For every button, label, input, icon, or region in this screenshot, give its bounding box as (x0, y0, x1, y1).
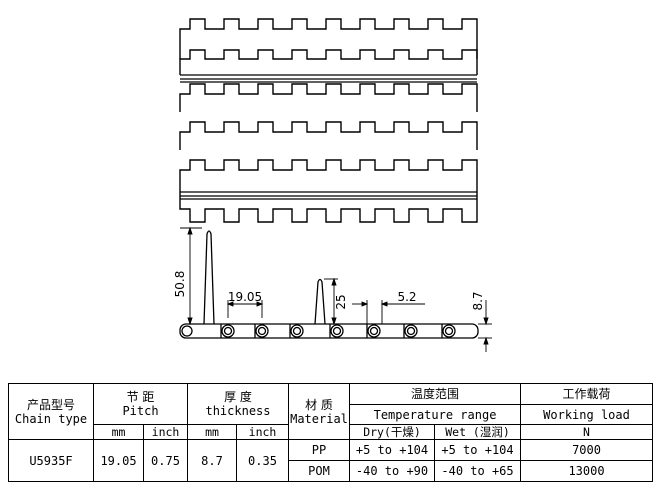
belt-bottom-teeth (179, 195, 478, 223)
dry-pp: +5 to +104 (349, 439, 435, 461)
unit-wet: Wet (湿润) (433, 424, 522, 440)
header-chain-type: 产品型号 Chain type (8, 383, 94, 440)
dim-flight-height: 25 (334, 294, 348, 309)
dim-height-total: 50.8 (173, 271, 187, 298)
pitch-inch-value: 0.75 (143, 439, 188, 482)
header-load-en: Working load (520, 404, 654, 425)
dry-pom: -40 to +90 (349, 460, 435, 482)
header-material-en: Material (290, 411, 348, 426)
dim-thickness: 8.7 (471, 291, 485, 310)
material-pom: POM (288, 460, 350, 482)
dim-gap: 5.2 (397, 290, 416, 304)
belt-side-view (179, 230, 479, 339)
header-chain-type-cn: 产品型号 (26, 397, 75, 412)
wet-pom: -40 to +65 (433, 460, 522, 482)
flight-strip-top (180, 74, 477, 83)
unit-pitch-inch: inch (143, 424, 188, 440)
header-material: 材 质 Material (288, 383, 350, 440)
unit-load: N (520, 424, 654, 440)
thick-mm-value: 8.7 (187, 439, 237, 482)
header-thickness: 厚 度 thickness (187, 383, 289, 425)
unit-dry: Dry(干燥) (349, 424, 435, 440)
hinge-rod (221, 324, 235, 338)
header-thickness-cn: 厚 度 (224, 390, 252, 404)
header-pitch-en: Pitch (122, 404, 159, 418)
chain-type-value: U5935F (8, 439, 94, 482)
side-base-plate (179, 323, 479, 339)
belt-module-2 (179, 49, 478, 75)
flight-strip-bottom (180, 191, 477, 200)
thick-inch-value: 0.35 (236, 439, 289, 482)
wet-pp: +5 to +104 (433, 439, 522, 461)
belt-module-4 (179, 121, 478, 150)
short-flight (314, 278, 326, 325)
belt-module-3 (179, 83, 478, 112)
unit-thick-mm: mm (187, 424, 237, 440)
dim-pitch: 19.05 (228, 290, 262, 304)
dimension-lines (180, 226, 492, 352)
material-pp: PP (288, 439, 350, 461)
header-pitch: 节 距 Pitch (93, 383, 188, 425)
unit-pitch-mm: mm (93, 424, 144, 440)
header-load-cn: 工作载荷 (520, 383, 654, 405)
chain-drawing: 50.8 19.05 25 5.2 8.7 (173, 18, 492, 352)
belt-module-1 (179, 18, 478, 59)
load-pom: 13000 (520, 460, 654, 482)
header-temp-cn: 温度范围 (348, 383, 522, 405)
header-chain-type-en: Chain type (14, 411, 88, 426)
load-pp: 7000 (520, 439, 654, 461)
header-material-cn: 材 质 (305, 397, 333, 412)
header-temp-en: Temperature range (348, 404, 522, 425)
pitch-mm-value: 19.05 (93, 439, 144, 482)
belt-top-view (179, 18, 478, 223)
header-thickness-en: thickness (205, 404, 271, 418)
tall-flight (203, 230, 215, 325)
unit-thick-inch: inch (236, 424, 289, 440)
spec-table: 产品型号 Chain type 节 距 Pitch 厚 度 thickness … (8, 383, 654, 482)
belt-module-5 (179, 159, 478, 195)
header-pitch-cn: 节 距 (126, 390, 155, 404)
